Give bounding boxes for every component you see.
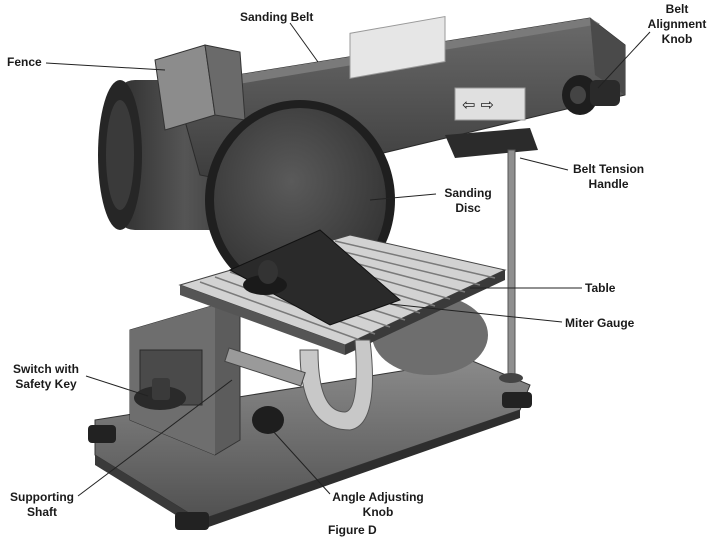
leader-angle-adjusting-knob <box>271 429 331 495</box>
leader-belt-alignment-knob <box>597 31 651 89</box>
label-sanding-disc: Sanding Disc <box>438 186 498 216</box>
label-belt-alignment-knob: Belt Alignment Knob <box>640 2 714 47</box>
leader-miter-gauge <box>389 303 563 323</box>
leader-supporting-shaft <box>77 379 233 497</box>
label-line: Alignment <box>647 17 707 31</box>
label-plate <box>349 15 446 79</box>
label-fence: Fence <box>7 55 42 69</box>
label-line: Knob <box>362 505 394 519</box>
direction-arrows-plate <box>454 87 526 121</box>
label-line: Belt <box>665 2 689 16</box>
label-switch-with-safety-key: Switch with Safety Key <box>6 362 86 392</box>
leader-sanding-belt <box>289 22 319 63</box>
base-foot <box>88 425 116 443</box>
label-line: Switch with <box>13 362 79 376</box>
label-sanding-belt: Sanding Belt <box>240 10 314 24</box>
label-line: Disc <box>455 201 481 215</box>
label-miter-gauge: Miter Gauge <box>565 316 635 330</box>
label-supporting-shaft: Supporting Shaft <box>4 490 80 520</box>
label-angle-adjusting-knob: Angle Adjusting Knob <box>318 490 438 520</box>
label-line: Handle <box>588 177 629 191</box>
leader-belt-tension-handle <box>519 157 569 171</box>
leader-sanding-disc <box>369 193 437 201</box>
label-line: Knob <box>661 32 693 46</box>
belt-tension-handle <box>445 128 538 383</box>
label-line: Sanding <box>444 186 492 200</box>
miter-gauge <box>228 229 401 326</box>
base-plate <box>88 359 532 530</box>
label-table: Table <box>585 281 616 295</box>
label-line: Supporting <box>10 490 74 504</box>
miter-knob-icon <box>258 260 278 284</box>
arrow-icon: ⇦ ⇨ <box>462 95 494 114</box>
angle-adjusting-knob-icon <box>252 406 284 434</box>
base-foot <box>502 392 532 408</box>
figure-caption: Figure D <box>328 523 377 537</box>
belt-alignment-knob <box>562 75 620 115</box>
label-line: Angle Adjusting <box>332 490 424 504</box>
leader-switch <box>85 375 149 397</box>
label-line: Shaft <box>27 505 57 519</box>
label-belt-tension-handle: Belt Tension Handle <box>573 162 644 192</box>
fence <box>154 44 246 131</box>
switch-housing <box>129 304 241 456</box>
supporting-shaft <box>224 347 306 387</box>
support-rod <box>507 149 516 376</box>
leader-lines <box>45 22 651 497</box>
label-line: Safety Key <box>15 377 77 391</box>
base-foot <box>175 512 209 530</box>
label-line: Belt Tension <box>573 162 645 176</box>
leader-fence <box>45 62 166 71</box>
trunnion <box>224 339 373 434</box>
